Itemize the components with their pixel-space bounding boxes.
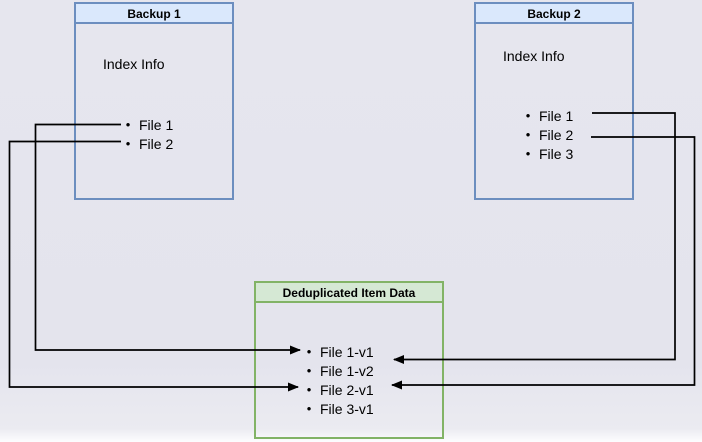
backup2-file-2-label: File 2	[539, 126, 574, 143]
dedup-file-2v1-label: File 2-v1	[320, 381, 374, 398]
backup1-file-item: • File 2	[123, 134, 174, 153]
bullet-icon: •	[125, 136, 131, 151]
dedup-file-list: • File 1-v1 • File 1-v2 • File 2-v1 • Fi…	[304, 342, 374, 418]
backup2-file-item: • File 3	[523, 144, 574, 163]
backup2-title: Backup 2	[476, 4, 632, 24]
backup1-file-item: • File 1	[123, 115, 174, 134]
bullet-icon: •	[306, 344, 312, 359]
backup2-file-item: • File 1	[523, 106, 574, 125]
backup1-file-2-label: File 2	[139, 135, 174, 152]
dedup-file-3v1-label: File 3-v1	[320, 400, 374, 417]
backup2-file-3-label: File 3	[539, 145, 574, 162]
backup1-file-list: • File 1 • File 2	[123, 115, 174, 153]
backup2-file-item: • File 2	[523, 125, 574, 144]
dedup-file-item: • File 1-v2	[304, 361, 374, 380]
bullet-icon: •	[525, 146, 531, 161]
dedup-file-item: • File 1-v1	[304, 342, 374, 361]
dedup-file-item: • File 2-v1	[304, 380, 374, 399]
bullet-icon: •	[525, 108, 531, 123]
bullet-icon: •	[125, 117, 131, 132]
dedup-file-1v2-label: File 1-v2	[320, 362, 374, 379]
backup1-index-info-label: Index Info	[103, 56, 165, 72]
dedup-file-item: • File 3-v1	[304, 399, 374, 418]
dedup-title: Deduplicated Item Data	[256, 283, 442, 303]
dedup-box: Deduplicated Item Data • File 1-v1 • Fil…	[254, 281, 444, 439]
backup2-index-info-label: Index Info	[503, 48, 565, 64]
bullet-icon: •	[306, 382, 312, 397]
backup2-box: Backup 2 Index Info • File 1 • File 2 • …	[474, 2, 634, 200]
backup1-title: Backup 1	[76, 4, 232, 24]
bullet-icon: •	[525, 127, 531, 142]
backup2-file-list: • File 1 • File 2 • File 3	[523, 106, 574, 163]
backup2-file-1-label: File 1	[539, 107, 574, 124]
backup1-file-1-label: File 1	[139, 116, 174, 133]
dedup-file-1v1-label: File 1-v1	[320, 343, 374, 360]
backup1-box: Backup 1 Index Info • File 1 • File 2	[74, 2, 234, 200]
bullet-icon: •	[306, 363, 312, 378]
bullet-icon: •	[306, 401, 312, 416]
